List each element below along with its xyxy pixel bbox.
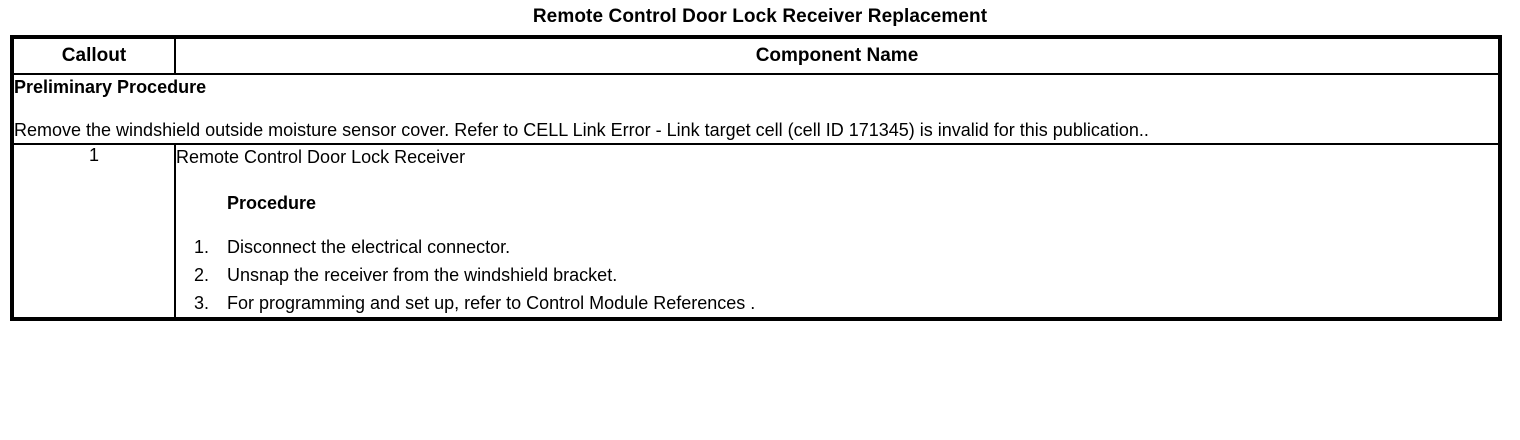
- preliminary-procedure-row: Preliminary Procedure Remove the windshi…: [11, 73, 1501, 145]
- page-title: Remote Control Door Lock Receiver Replac…: [532, 6, 988, 27]
- step-number: 2.: [194, 265, 210, 285]
- list-item: 1. Disconnect the electrical connector.: [176, 233, 1498, 261]
- column-header-component-name: Component Name: [174, 36, 1501, 75]
- procedure-table: Callout Component Name Preliminary Proce…: [10, 35, 1502, 321]
- callout-number: 1: [11, 143, 176, 320]
- step-text: Unsnap the receiver from the windshield …: [227, 265, 618, 285]
- list-item: 2. Unsnap the receiver from the windshie…: [176, 261, 1498, 289]
- table-row: 1 Remote Control Door Lock Receiver Proc…: [11, 143, 1501, 320]
- step-number: 1.: [194, 237, 210, 257]
- component-detail-cell: Remote Control Door Lock Receiver Proced…: [174, 143, 1501, 320]
- table-header-row: Callout Component Name: [11, 36, 1501, 75]
- step-text: For programming and set up, refer to Con…: [227, 293, 756, 313]
- step-text: Disconnect the electrical connector.: [227, 237, 511, 257]
- preliminary-procedure-heading: Preliminary Procedure: [14, 77, 207, 97]
- list-item: 3. For programming and set up, refer to …: [176, 289, 1498, 317]
- procedure-step-list: 1. Disconnect the electrical connector. …: [176, 233, 1498, 317]
- component-name-text: Remote Control Door Lock Receiver: [176, 147, 466, 167]
- column-header-callout: Callout: [11, 36, 176, 75]
- preliminary-procedure-text: Remove the windshield outside moisture s…: [14, 120, 1149, 140]
- procedure-heading: Procedure: [227, 193, 317, 213]
- step-number: 3.: [194, 293, 210, 313]
- preliminary-procedure-cell: Preliminary Procedure Remove the windshi…: [11, 73, 1501, 145]
